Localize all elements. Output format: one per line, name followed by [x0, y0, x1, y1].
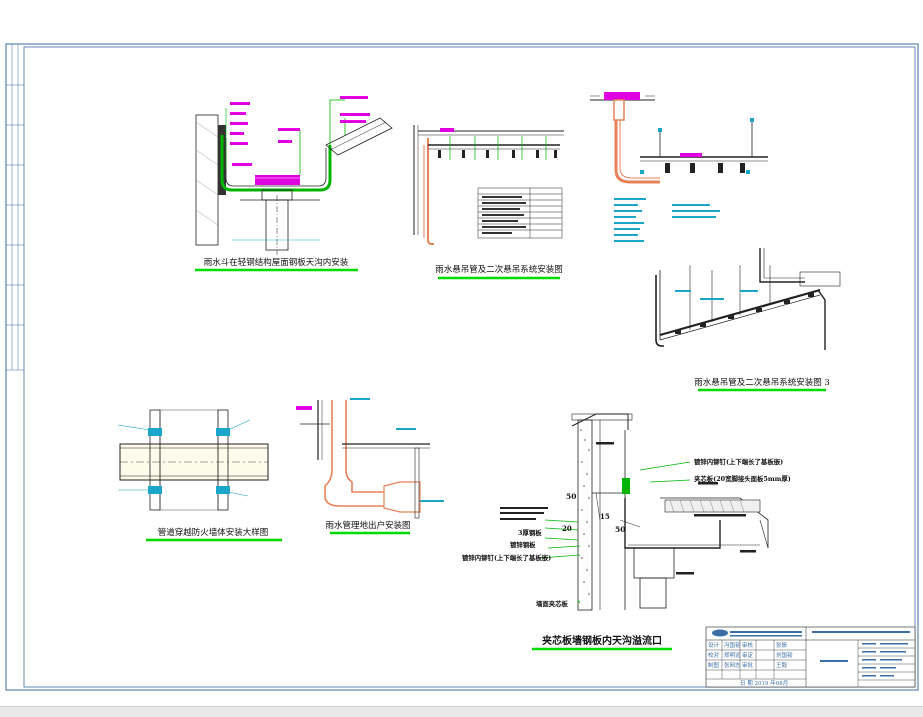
drawing-suspended-pipe-2 — [590, 92, 768, 242]
tb-r0-c0: 设计 — [708, 641, 720, 649]
drawing-firewall-penetration: 管道穿越防火墙体安装大样图 — [117, 409, 282, 542]
tb-r1-c1: 郑明远 — [724, 651, 741, 659]
tb-r1-c2: 审定 — [742, 651, 754, 659]
d1-title: 雨水斗在轻钢结构屋面钢板天沟内安装 — [204, 257, 349, 268]
tb-date: 日 期 2019 年08月 — [740, 679, 788, 687]
d4-title: 管道穿越防火墙体安装大样图 — [158, 527, 269, 538]
tb-r2-c0: 制图 — [708, 661, 720, 669]
tb-r1-c0: 校对 — [708, 651, 720, 659]
dim-20: 20 — [562, 524, 572, 533]
tb-r0-c2: 审核 — [742, 641, 754, 649]
d3-title: 雨水悬吊管及二次悬吊系统安装图 3 — [694, 377, 830, 388]
drawing-ground-outlet: 雨水管理地出户安装图 — [296, 398, 444, 535]
label-steel-plate: 3厚钢板 — [518, 528, 542, 537]
tb-r0-c3: 张振 — [776, 641, 788, 649]
d6-title: 夹芯板墙钢板内天沟溢流口 — [542, 634, 662, 647]
label-rivet-top: 镀锌内铆钉(上下端长了基板嵌) — [694, 457, 783, 466]
drawing-overflow-outlet: 50 50 15 20 镀锌内铆钉(上下端长了基板嵌) 夹芯板(20宽脚接头面板… — [462, 413, 791, 651]
d5-title: 雨水管理地出户安装图 — [325, 520, 410, 531]
tb-r0-c1: 冯国韧 — [724, 641, 741, 649]
outer-frame — [5, 43, 919, 691]
binding-strip — [6, 44, 24, 371]
title-block: 设计 冯国韧 审核 张振 校对 郑明远 审定 刘国韧 制图 张网志 审批 王毅 … — [705, 626, 916, 688]
inner-frame — [23, 46, 916, 688]
label-galv-plate: 镀锌钢板 — [510, 540, 536, 549]
tb-r2-c1: 张网志 — [724, 661, 741, 669]
label-wall-panel: 墙面夹芯板 — [536, 599, 569, 608]
dim-15: 15 — [600, 512, 610, 521]
tb-r1-c3: 刘国韧 — [776, 651, 793, 659]
viewer-status-bar — [0, 706, 923, 717]
d2-title: 雨水悬吊管及二次悬吊系统安装图 — [435, 264, 563, 275]
label-rivet-left: 镀锌内铆钉(上下端长了基板嵌) — [462, 553, 551, 562]
drawing-suspended-pipe-1: 雨水悬吊管及二次悬吊系统安装图 — [413, 125, 564, 280]
drawing-suspended-pipe-3: 雨水悬吊管及二次悬吊系统安装图 3 — [655, 248, 841, 392]
label-sandwich-panel: 夹芯板(20宽脚接头面板5mm厚) — [694, 474, 791, 483]
tb-r2-c2: 审批 — [742, 661, 754, 669]
drawing-roof-drain-gutter: 雨水斗在轻钢结构屋面钢板天沟内安装 — [195, 96, 393, 272]
dim-50-a: 50 — [566, 492, 576, 501]
dim-50-b: 50 — [615, 525, 625, 534]
tb-r2-c3: 王毅 — [776, 661, 788, 669]
